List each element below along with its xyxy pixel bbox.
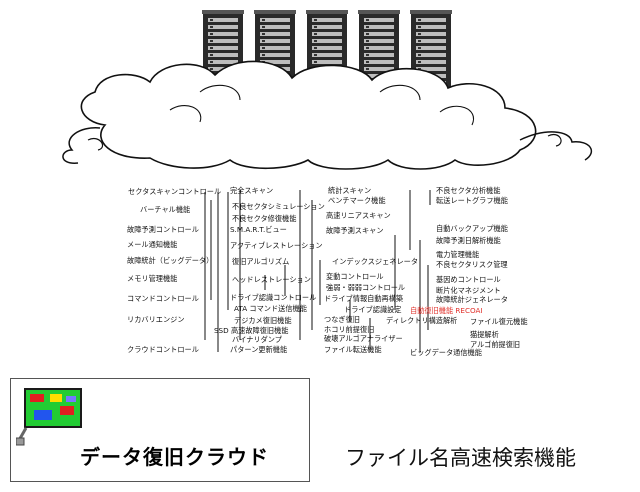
diagram-label: ヘッドレストレーション <box>232 275 311 284</box>
diagram-label: ベンチマーク機能 <box>328 196 386 205</box>
connector-lines <box>204 190 431 352</box>
diagram-label: デジカメ復旧機能 <box>234 316 292 325</box>
diagram-label: 電力管理機能 <box>436 250 479 259</box>
diagram-label: バーチャル機能 <box>140 205 190 214</box>
diagram-label: 故障予測スキャン <box>326 226 384 235</box>
diagram-label: 故障統計ジェネレータ <box>436 295 508 304</box>
system-diagram: セクタスキャンコントロールバーチャル機能故障予測コントロールメール通知機能故障統… <box>62 10 593 357</box>
diagram-label: ドライブ認識コントロール <box>230 293 316 302</box>
diagram-label: 不良セクタ修復機能 <box>232 214 296 223</box>
diagram-labels: セクタスキャンコントロールバーチャル機能故障予測コントロールメール通知機能故障統… <box>127 186 528 357</box>
diagram-label: 故障統計（ビッグデータ） <box>127 256 213 265</box>
diagram-label: パターン更新機能 <box>230 345 287 354</box>
diagram-label: ホコリ前提復旧 <box>324 325 374 334</box>
diagram-label: S.M.A.R.T.ビュー <box>230 225 287 234</box>
diagram-label: 不良セクタリスク管理 <box>436 260 508 269</box>
diagram-label: 断片化マネジメント <box>436 286 501 295</box>
diagram-label: 完全スキャン <box>230 186 273 195</box>
diagram-label: ディレクトリ構造解析 <box>386 316 457 325</box>
diagram-label: ファイル復元機能 <box>470 317 528 326</box>
diagram-label: アクティブレストレーション <box>230 241 323 250</box>
diagram-label: クラウドコントロール <box>127 345 199 354</box>
highlight-label: 自動復旧機能 RECOAI <box>410 306 483 315</box>
diagram-label: 猫提解析 <box>470 330 499 339</box>
diagram-label: SSD 高速故障復旧機能 <box>214 326 288 335</box>
feature-caption: ファイル名高速検索機能 <box>345 446 576 470</box>
diagram-label: 転送レートグラフ機能 <box>436 196 508 205</box>
diagram-label: 変動コントロール <box>326 272 384 281</box>
circuit-board-icon <box>16 388 82 446</box>
diagram-label: つなぎ復旧 <box>324 315 360 324</box>
diagram-label: ファイル転送機能 <box>324 345 382 354</box>
diagram-label: インデックスジェネレータ <box>332 257 418 266</box>
diagram-label: 自動バックアップ機能 <box>436 224 508 233</box>
diagram-label: ATA コマンド送信機能 <box>234 304 307 313</box>
diagram-label: コマンドコントロール <box>127 294 199 303</box>
diagram-label: 復旧アルゴリズム <box>232 257 289 266</box>
diagram-label: 破壊アルゴアナライザー <box>324 334 403 343</box>
diagram-label: ビッグデータ通信機能 <box>410 348 482 357</box>
diagram-label: ドライブ認識設定 <box>344 305 402 314</box>
diagram-label: 不良セクタシミュレーション <box>232 202 325 211</box>
diagram-label: バイナリダンプ <box>232 335 283 344</box>
diagram-label: 高速リニアスキャン <box>326 211 391 220</box>
diagram-label: メモリ管理機能 <box>127 274 177 283</box>
diagram-label: リカバリエンジン <box>127 315 185 324</box>
diagram-label: 故障予測コントロール <box>127 225 199 234</box>
diagram-label: メール通知機能 <box>127 240 177 249</box>
cloud-shape <box>62 60 593 170</box>
diagram-label: 故障予測日解析機能 <box>436 236 501 245</box>
diagram-label: セクタスキャンコントロール <box>128 187 221 196</box>
diagram-label: 統計スキャン <box>328 186 371 195</box>
diagram-label: 不良セクタ分析機能 <box>436 186 500 195</box>
diagram-label: アルゴ前提復旧 <box>470 340 520 349</box>
app-title: データ復旧クラウド <box>80 445 269 469</box>
diagram-label: ドライブ情報自動再構築 <box>324 294 403 303</box>
diagram-label: 基因めコントロール <box>436 275 501 284</box>
diagram-label: 強弱・弱弱コントロール <box>326 283 405 292</box>
